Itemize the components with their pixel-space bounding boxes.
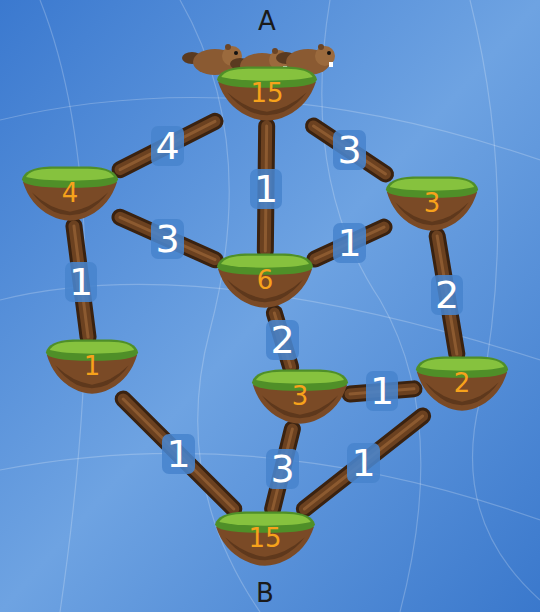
island-number: 3 xyxy=(250,367,350,411)
log-weight: 1 xyxy=(65,262,97,302)
log-weight: 3 xyxy=(333,130,365,170)
log-bridge xyxy=(314,126,386,174)
island: 1 xyxy=(44,337,140,399)
island-number: 15 xyxy=(215,64,319,108)
log-bridge xyxy=(304,416,422,509)
log-weight: 3 xyxy=(151,219,183,259)
log-weight: 4 xyxy=(151,126,183,166)
log-weight: 2 xyxy=(266,320,298,360)
island: 15B xyxy=(213,509,317,571)
log-bridge xyxy=(120,121,215,169)
island: 4 xyxy=(20,164,120,226)
island-number: 1 xyxy=(44,337,140,381)
island-number: 4 xyxy=(20,164,120,208)
island-number: 6 xyxy=(215,251,315,295)
island: 3 xyxy=(384,174,480,236)
island-number: 2 xyxy=(414,354,510,398)
log-weight: 1 xyxy=(366,371,398,411)
log-weight: 1 xyxy=(347,443,379,483)
island: 3 xyxy=(250,367,350,429)
log-weight: 3 xyxy=(266,449,298,489)
island-letter: A xyxy=(195,6,339,36)
log-bridge xyxy=(123,399,234,509)
log-bridge xyxy=(120,217,215,259)
island: 6 xyxy=(215,251,315,313)
log-weight: 1 xyxy=(333,223,365,263)
island-number: 3 xyxy=(384,174,480,218)
log-weight: 1 xyxy=(250,169,282,209)
island-letter: B xyxy=(193,578,337,608)
log-weight: 1 xyxy=(162,434,194,474)
island: A15 xyxy=(215,64,319,126)
log-weight: 2 xyxy=(431,275,463,315)
island: 2 xyxy=(414,354,510,416)
island-number: 15 xyxy=(213,509,317,553)
